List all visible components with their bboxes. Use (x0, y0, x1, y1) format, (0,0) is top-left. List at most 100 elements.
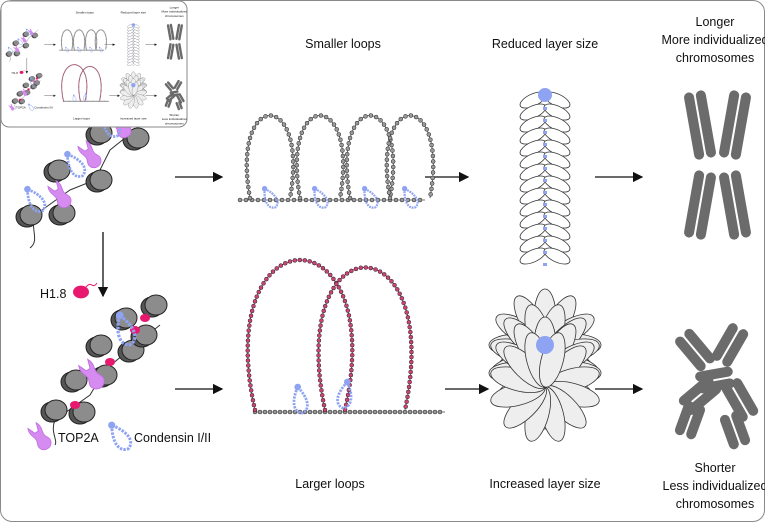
bead (386, 190, 392, 195)
bead (358, 116, 364, 122)
bead (344, 157, 350, 162)
bead (340, 274, 346, 279)
bead (350, 347, 355, 353)
bead (245, 348, 250, 353)
bead (334, 127, 339, 132)
bead (390, 170, 396, 175)
bead (245, 353, 251, 358)
bead (351, 125, 357, 131)
chromosome (684, 90, 716, 160)
bead (349, 367, 354, 373)
bead (255, 197, 261, 203)
bead (287, 409, 293, 415)
bead (373, 114, 379, 120)
condensin (261, 185, 279, 209)
bead (349, 362, 355, 368)
bead (406, 389, 411, 395)
bead (283, 260, 288, 266)
bead (245, 338, 251, 343)
bead (340, 148, 345, 153)
bead (290, 164, 296, 170)
bead (316, 338, 322, 343)
chromatid (719, 90, 740, 158)
bead (386, 141, 392, 146)
top2a (47, 179, 72, 209)
bead (382, 409, 388, 415)
h18-protein (140, 314, 150, 322)
bead (408, 334, 414, 340)
bead (338, 289, 344, 294)
bead (316, 343, 321, 348)
bead (264, 276, 269, 282)
bead (404, 399, 409, 405)
label-smaller-loops: Smaller loops (305, 37, 381, 51)
bead (421, 122, 427, 127)
bead (296, 190, 302, 195)
chromatid (674, 400, 694, 436)
bead (385, 146, 391, 152)
chromatid (730, 92, 751, 160)
bead (362, 409, 368, 415)
nucleosome-face (44, 399, 68, 421)
chromatid (695, 366, 733, 382)
bead (248, 388, 254, 393)
bead (288, 137, 293, 142)
bead (249, 393, 255, 398)
bead (349, 342, 355, 348)
nucleosome-face (64, 369, 88, 391)
bead (331, 122, 337, 127)
bead (295, 179, 300, 184)
bead (262, 409, 268, 415)
bead (247, 323, 252, 328)
bead (246, 184, 251, 190)
chromosome (711, 323, 749, 367)
bead (395, 287, 400, 292)
bead (417, 409, 423, 415)
nucleosome (85, 334, 113, 358)
condensin (64, 150, 87, 178)
bead (430, 175, 435, 181)
bead (279, 197, 285, 203)
bead (317, 333, 322, 338)
top2a-shape (78, 358, 105, 390)
label-h18: H1.8 (40, 287, 66, 301)
bead (254, 294, 259, 299)
nucleosome (60, 369, 88, 393)
bead (252, 299, 258, 304)
bead (407, 379, 412, 385)
label-increased-layer: Increased layer size (489, 477, 600, 491)
chromosome (719, 90, 751, 160)
bead (429, 142, 434, 148)
bead (296, 184, 301, 190)
bead (317, 409, 323, 415)
nucleosome (40, 399, 68, 423)
bead (277, 409, 283, 415)
bead (267, 409, 273, 415)
bead (349, 337, 355, 343)
condensin-ring (66, 152, 87, 178)
bead (331, 285, 336, 291)
chromosome (721, 378, 759, 422)
bead (347, 318, 353, 323)
bead (351, 197, 357, 203)
bead (327, 197, 333, 203)
bead (248, 313, 254, 319)
bead (290, 159, 296, 164)
bead (344, 397, 350, 403)
bead (349, 327, 354, 333)
bead (321, 308, 326, 314)
bead (299, 130, 305, 136)
bead (326, 294, 332, 300)
loop-layer-petal (543, 247, 571, 265)
bead (345, 179, 350, 184)
legend-condensin-label: Condensin I/II (134, 431, 211, 445)
bead (403, 114, 408, 119)
bead (340, 159, 346, 164)
bead (397, 409, 403, 415)
bead (346, 141, 352, 146)
bead (332, 409, 338, 415)
bead (304, 120, 310, 126)
bead (427, 409, 433, 415)
label-shorter: Shorter (695, 461, 736, 475)
bead (422, 409, 428, 415)
